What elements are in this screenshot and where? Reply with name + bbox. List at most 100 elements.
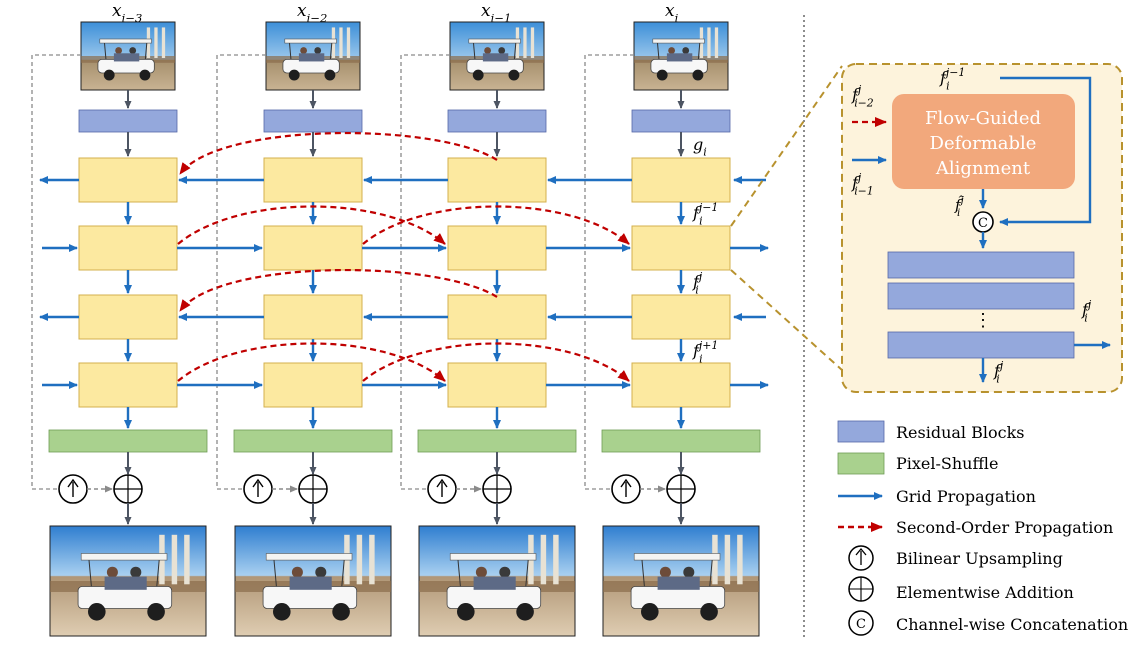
column-3: xi−1	[400, 1, 577, 637]
legend-addition-label: Elementwise Addition	[896, 583, 1074, 602]
people-bodies	[482, 53, 509, 62]
legend-shuffle-swatch	[837, 452, 885, 475]
people-bodies	[289, 576, 332, 590]
feature-block	[631, 225, 731, 271]
cart-roof	[80, 553, 168, 561]
feature-block	[447, 362, 547, 408]
people-bodies	[473, 576, 516, 590]
output-frame-2	[234, 525, 392, 637]
column	[724, 534, 731, 585]
second-order-curve	[177, 342, 446, 382]
skip-connection	[216, 54, 266, 490]
second-order-curve	[362, 342, 630, 382]
feature-block	[263, 362, 363, 408]
column	[346, 27, 351, 59]
wheel	[139, 69, 151, 81]
column	[171, 534, 178, 585]
frame-label: xi−2	[297, 1, 327, 25]
residual-block	[447, 109, 547, 133]
person	[682, 47, 690, 54]
column-1: xi−3	[31, 1, 208, 637]
column	[523, 27, 527, 59]
wheel	[692, 69, 704, 81]
feature-block	[631, 362, 731, 408]
person	[484, 47, 491, 54]
zoom-line-bottom	[730, 269, 843, 371]
wheel	[700, 603, 718, 621]
feature-block	[263, 157, 363, 203]
person	[668, 47, 675, 54]
column	[184, 534, 190, 585]
detail-residual-block	[887, 251, 1075, 279]
fga-line-3: Alignment	[935, 158, 1031, 179]
upsampling-arrow-head	[252, 478, 264, 488]
feature-block	[447, 157, 547, 203]
cart-roof	[99, 38, 152, 44]
pixel-shuffle-block	[233, 429, 393, 453]
person	[129, 47, 137, 54]
wheel	[641, 603, 659, 621]
fga-line-2: Deformable	[930, 133, 1037, 154]
wheel	[288, 69, 300, 81]
people-bodies	[113, 53, 140, 62]
feature-block	[78, 294, 178, 340]
cart-roof	[633, 553, 721, 561]
fga-box	[892, 94, 1075, 189]
upsampling-arrow-head	[620, 478, 632, 488]
input-frame-3	[449, 21, 545, 91]
wheel	[273, 603, 291, 621]
legend-concat-symbol	[848, 610, 874, 636]
column	[737, 534, 743, 585]
cart-roof	[284, 38, 337, 44]
person	[659, 566, 671, 578]
output-frame-3	[418, 525, 576, 637]
feature-block	[263, 225, 363, 271]
column	[339, 27, 343, 59]
legend-concat-letter: C	[856, 617, 866, 632]
upsampling-arrow-head	[436, 478, 448, 488]
wheel	[516, 603, 534, 621]
person	[291, 566, 303, 578]
legend-concat-label: Channel-wise Concatenation	[896, 615, 1128, 634]
feature-block	[631, 157, 731, 203]
pixel-shuffle-block	[417, 429, 577, 453]
wheel	[103, 69, 115, 81]
second-order-curve	[362, 205, 630, 245]
column-4: xi	[584, 1, 761, 637]
second-order-curve	[179, 268, 498, 312]
legend-residual-label: Residual Blocks	[896, 423, 1025, 442]
feature-block	[447, 294, 547, 340]
column	[707, 27, 711, 59]
column	[154, 27, 158, 59]
column	[369, 534, 375, 585]
residual-block	[263, 109, 363, 133]
cart-roof	[265, 553, 353, 561]
feature-block	[447, 225, 547, 271]
person	[498, 47, 506, 54]
label-g: gi	[693, 135, 707, 159]
person	[106, 566, 118, 578]
person	[683, 566, 695, 578]
upsampling-arrow-head	[67, 478, 79, 488]
detail-residual-block	[887, 331, 1075, 359]
pixel-shuffle-block	[601, 429, 761, 453]
second-order-curve	[177, 205, 446, 245]
cart-roof	[652, 38, 705, 44]
legend-residual-swatch	[837, 420, 885, 443]
wheel	[457, 603, 475, 621]
wheel	[472, 69, 484, 81]
wheel	[147, 603, 165, 621]
person	[115, 47, 122, 54]
grid-propagation-arrows	[39, 176, 769, 389]
wheel	[656, 69, 668, 81]
frame-label: xi	[665, 1, 679, 25]
